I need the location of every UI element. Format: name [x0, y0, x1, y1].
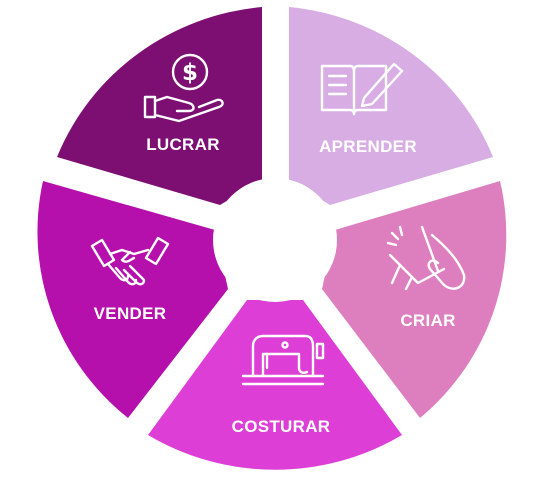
segment-lucrar-label: LUCRAR	[146, 135, 220, 154]
segment-criar-shape	[322, 181, 507, 418]
segment-vender-label: VENDER	[94, 304, 167, 323]
segment-costurar-label: COSTURAR	[232, 417, 331, 436]
segment-aprender: APRENDER	[289, 7, 493, 205]
segment-lucrar: $ LUCRAR	[57, 7, 262, 205]
segment-aprender-shape	[289, 7, 493, 205]
book-pencil-icon	[320, 62, 404, 116]
hand-drawing-icon	[386, 225, 466, 291]
center-hub	[213, 178, 337, 302]
segment-aprender-label: APRENDER	[319, 137, 417, 156]
handshake-icon	[90, 236, 170, 286]
sewing-machine-icon	[241, 334, 325, 386]
segment-vender: VENDER	[37, 181, 229, 418]
segment-criar: CRIAR	[322, 181, 507, 418]
segment-criar-label: CRIAR	[400, 311, 455, 330]
svg-text:$: $	[182, 60, 198, 86]
segment-costurar: COSTURAR	[148, 300, 402, 470]
segment-vender-shape	[37, 181, 229, 418]
money-hand-icon: $	[143, 53, 224, 123]
segment-lucrar-shape	[57, 7, 262, 205]
